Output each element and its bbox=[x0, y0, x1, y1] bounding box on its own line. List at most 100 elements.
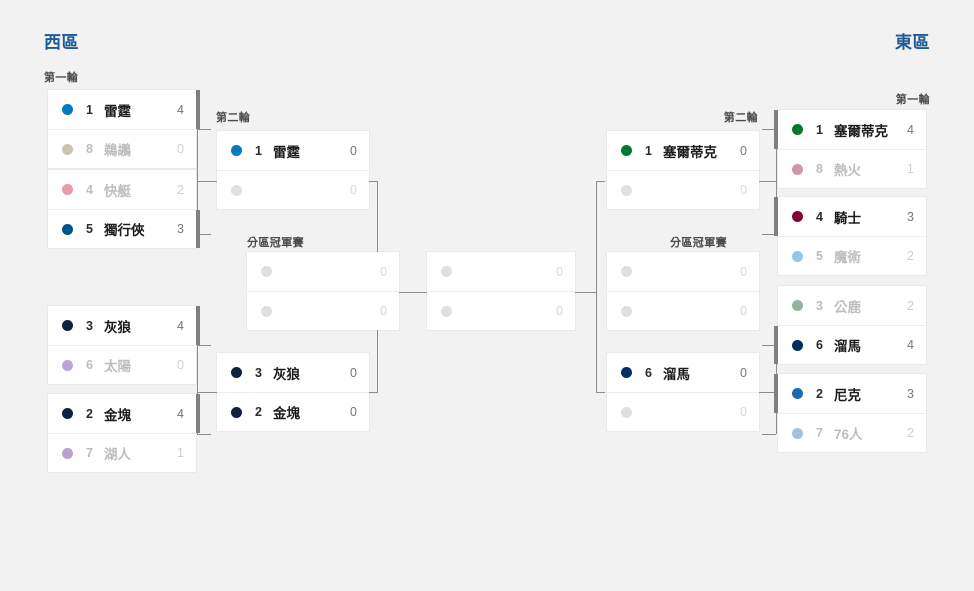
connector bbox=[197, 181, 217, 182]
winner-indicator-bar bbox=[774, 374, 778, 413]
team-name: 灰狼 bbox=[104, 319, 131, 335]
connector bbox=[596, 392, 605, 393]
connector bbox=[776, 129, 777, 234]
team-color-dot-icon bbox=[62, 320, 73, 331]
team-row[interactable]: 0 bbox=[607, 170, 759, 209]
connector bbox=[596, 181, 605, 182]
connector bbox=[762, 234, 776, 235]
team-row[interactable]: 0 bbox=[247, 252, 399, 291]
team-row[interactable]: 0 bbox=[427, 291, 575, 330]
team-color-dot-icon bbox=[792, 339, 803, 351]
team-color-dot-icon bbox=[621, 184, 632, 196]
winner-indicator-bar bbox=[196, 306, 200, 345]
connector bbox=[574, 292, 596, 293]
team-color-dot-icon bbox=[261, 305, 272, 317]
team-color-dot-icon bbox=[792, 163, 803, 175]
team-seed: 3 bbox=[816, 298, 823, 313]
team-seed: 1 bbox=[816, 122, 823, 137]
team-seed: 4 bbox=[816, 209, 823, 224]
connector bbox=[762, 434, 776, 435]
round-label-west-r1: 第一輪 bbox=[44, 72, 79, 84]
team-score: 0 bbox=[350, 365, 357, 380]
team-row[interactable]: 0 bbox=[247, 291, 399, 330]
team-score: 0 bbox=[380, 264, 387, 279]
team-row[interactable]: 0 bbox=[607, 252, 759, 291]
team-color-dot-icon bbox=[792, 300, 803, 311]
team-name: 塞爾蒂克 bbox=[834, 123, 888, 139]
team-row[interactable]: 0 bbox=[217, 170, 369, 209]
winner-indicator-bar bbox=[196, 90, 200, 129]
team-seed: 1 bbox=[86, 102, 93, 117]
team-color-dot-icon bbox=[621, 406, 632, 418]
team-seed: 2 bbox=[255, 405, 262, 419]
team-name: 熱火 bbox=[834, 163, 861, 178]
team-name: 塞爾蒂克 bbox=[663, 144, 717, 160]
team-seed: 6 bbox=[816, 338, 823, 352]
team-name: 騎士 bbox=[834, 210, 861, 226]
team-score: 0 bbox=[380, 304, 387, 318]
team-name: 魔術 bbox=[834, 250, 861, 265]
team-color-dot-icon bbox=[62, 104, 73, 115]
team-row[interactable]: 0 bbox=[607, 291, 759, 330]
connector bbox=[399, 292, 427, 293]
team-row[interactable]: 0 bbox=[427, 252, 575, 291]
team-color-dot-icon bbox=[62, 184, 73, 195]
team-seed: 3 bbox=[86, 318, 93, 333]
team-score: 0 bbox=[740, 264, 747, 279]
team-row[interactable]: 0 bbox=[607, 392, 759, 431]
connector bbox=[756, 181, 776, 182]
round-label-east-cf: 分區冠軍賽 bbox=[670, 237, 727, 249]
connector bbox=[369, 392, 378, 393]
team-score: 3 bbox=[177, 222, 184, 236]
team-name: 湖人 bbox=[104, 447, 131, 462]
team-seed: 2 bbox=[816, 386, 823, 401]
team-seed: 8 bbox=[86, 142, 93, 156]
team-seed: 6 bbox=[645, 365, 652, 380]
team-name: 溜馬 bbox=[663, 366, 690, 382]
winner-indicator-bar bbox=[196, 394, 200, 433]
west-conference-title: 西區 bbox=[44, 33, 79, 52]
connector bbox=[197, 234, 211, 235]
connector bbox=[197, 129, 211, 130]
team-score: 2 bbox=[907, 249, 914, 263]
team-name: 金塊 bbox=[273, 406, 300, 421]
winner-indicator-bar bbox=[196, 210, 200, 248]
